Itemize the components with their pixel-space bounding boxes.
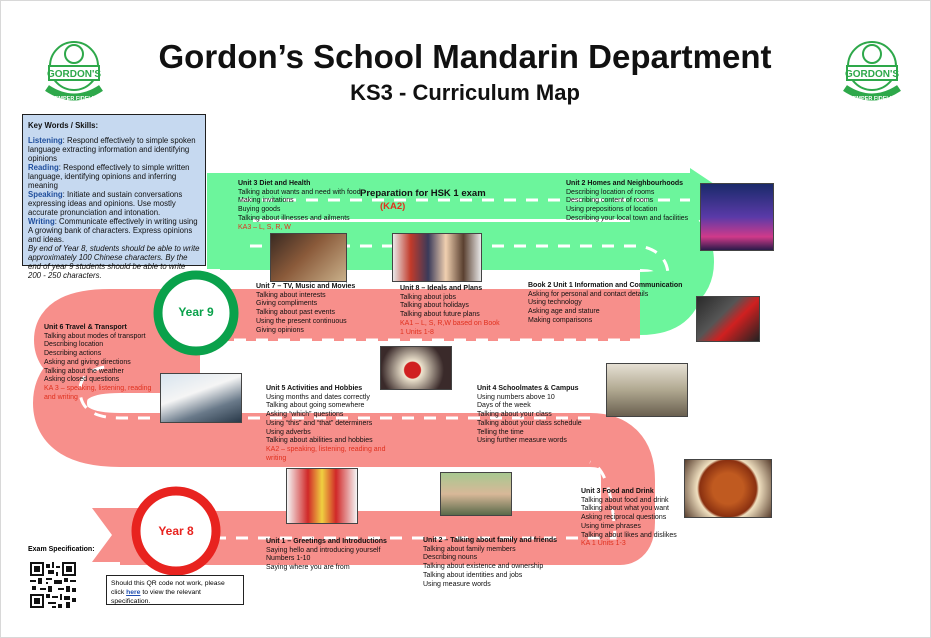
skill-writing: Writing: Communicate effectively in writ…: [28, 217, 198, 244]
year8-circle: [131, 486, 221, 576]
key-words-heading: Key Words / Skills:: [28, 121, 99, 130]
school-crest-icon-right: GORDON'S SEMPER FIDELIS: [843, 41, 901, 102]
writing-target-note: By end of Year 8, students should be abl…: [28, 244, 200, 280]
skill-speaking: Speaking: Initiate and sustain conversat…: [28, 190, 183, 217]
city-photo: [700, 183, 774, 251]
tv-movie-photo: [270, 233, 347, 282]
food-photo: [684, 459, 772, 518]
svg-text:GORDON'S: GORDON'S: [845, 69, 899, 80]
hsk-prep-label: Preparation for HSK 1 exam (KA2): [360, 188, 486, 212]
year8-label: Year 8: [158, 524, 194, 538]
unit-greetings-introductions: Unit 1 – Greetings and Introductions Say…: [266, 538, 387, 572]
train-photo: [160, 373, 242, 423]
qr-code-icon[interactable]: [30, 562, 76, 608]
exam-spec-label: Exam Specification:: [28, 546, 95, 553]
unit-activities-hobbies: Unit 5 Activities and Hobbies Using mont…: [266, 385, 386, 462]
page-subtitle: KS3 - Curriculum Map: [350, 80, 580, 105]
svg-text:SEMPER FIDELIS: SEMPER FIDELIS: [849, 96, 895, 102]
key-words-box: Key Words / Skills: Listening: Respond e…: [22, 114, 206, 280]
page-title: Gordon’s School Mandarin Department: [158, 38, 772, 75]
school-crest-icon: GORDON'S SEMPER FIDELIS: [45, 41, 103, 102]
year9-circle: [153, 270, 239, 356]
jobs-photo: [392, 233, 482, 282]
unit-family-friends: Unit 2 – Talking about family and friend…: [423, 537, 558, 588]
greetings-photo: [286, 468, 358, 524]
spec-link[interactable]: here: [126, 589, 141, 596]
unit-diet-health: Unit 3 Diet and Health Talking about wan…: [238, 180, 361, 231]
skill-listening: Listening: Respond effectively to simple…: [28, 136, 196, 163]
unit-information-communication: Book 2 Unit 1 Information and Communicat…: [528, 282, 683, 324]
technology-flag-photo: [696, 296, 760, 342]
svg-text:SEMPER FIDELIS: SEMPER FIDELIS: [51, 96, 97, 102]
qr-fallback-note: Should this QR code not work, please cli…: [106, 575, 244, 605]
svg-text:GORDON'S: GORDON'S: [47, 69, 101, 80]
table-tennis-photo: [380, 346, 452, 390]
red-road-loop: [33, 289, 180, 392]
unit-tv-music-movies: Unit 7 – TV, Music and Movies Talking ab…: [256, 283, 356, 334]
unit-travel-transport: Unit 6 Travel & Transport Talking about …: [44, 324, 152, 401]
road-dashes: [78, 198, 690, 540]
skill-reading: Reading: Respond effectively to simple w…: [28, 163, 190, 190]
unit-schoolmates-campus: Unit 4 Schoolmates & Campus Using number…: [477, 385, 582, 445]
classroom-photo: [606, 363, 688, 417]
unit-ideals-plans: Unit 8 – Ideals and Plans Talking about …: [400, 285, 500, 336]
family-photo: [440, 472, 512, 516]
unit-food-drink: Unit 3 Food and Drink Talking about food…: [581, 488, 677, 548]
green-road-curve: [629, 198, 715, 320]
unit-homes-neighbourhoods: Unit 2 Homes and Neighbourhoods Describi…: [566, 180, 689, 222]
year9-label: Year 9: [178, 305, 214, 319]
